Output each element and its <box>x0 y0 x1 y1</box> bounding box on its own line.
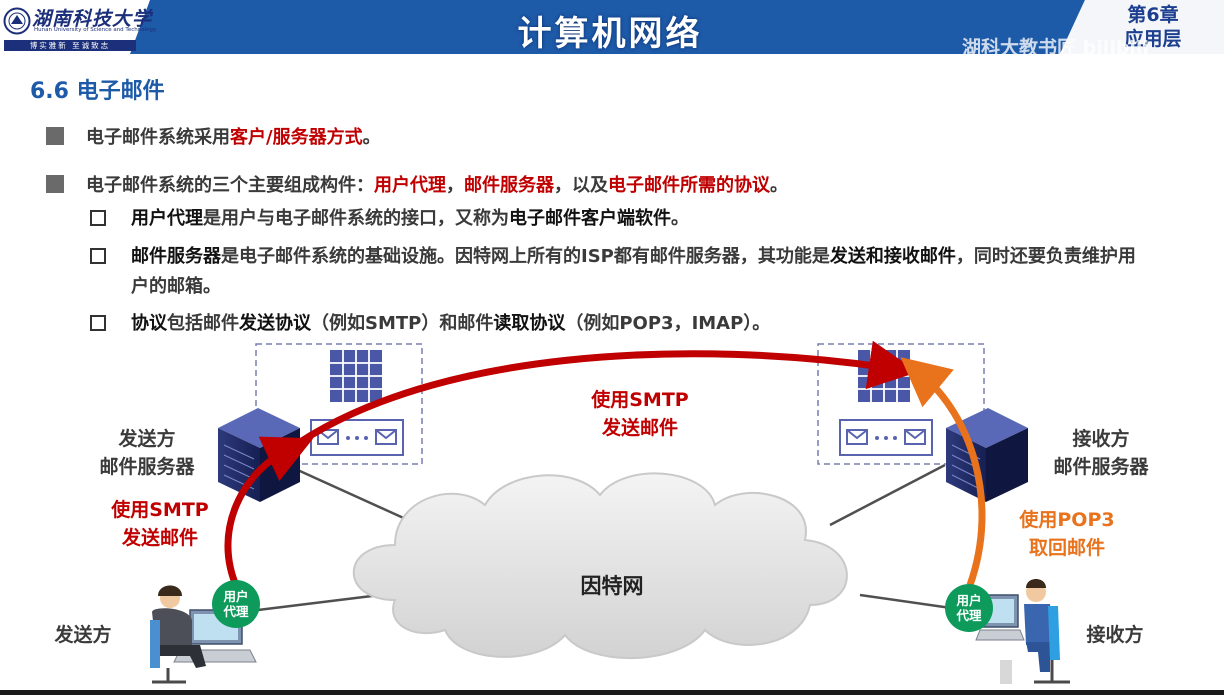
sub-bullet-item: 邮件服务器是电子邮件系统的基础设施。因特网上所有的ISP都有邮件服务器，其功能是… <box>90 242 1150 302</box>
header-background <box>130 0 1224 54</box>
internet-cloud-icon <box>352 472 848 659</box>
sub-bullet-text: 用户代理是用户与电子邮件系统的接口，又称为电子邮件客户端软件。 <box>131 208 689 229</box>
bullet-text: 电子邮件系统采用客户/服务器方式。 <box>86 127 381 148</box>
receiver-person-computer-icon <box>975 579 1070 684</box>
envelope-icon <box>846 429 926 445</box>
university-english-name: Hunan University of Science and Technolo… <box>34 27 157 33</box>
bullet-text: 电子邮件系统的三个主要组成构件：用户代理，邮件服务器，以及电子邮件所需的协议。 <box>86 175 788 196</box>
bullet-square-icon <box>46 127 64 145</box>
chapter-name: 应用层 <box>1124 28 1182 50</box>
sender-mail-server-label: 发送方邮件服务器 <box>99 428 195 478</box>
bullet-square-icon <box>46 175 64 193</box>
sender-mailbox <box>255 343 423 465</box>
sub-bullet-box-icon <box>90 315 106 331</box>
section-title: 6.6 电子邮件 <box>30 79 165 104</box>
header-bar: 湖南科技大学 Hunan University of Science and T… <box>0 0 1224 59</box>
sub-bullet-text: 协议包括邮件发送协议（例如SMTP）和邮件读取协议（例如POP3，IMAP）。 <box>131 313 771 334</box>
bottom-border <box>0 690 1224 695</box>
sub-bullet-text: 邮件服务器是电子邮件系统的基础设施。因特网上所有的ISP都有邮件服务器，其功能是… <box>131 246 1136 297</box>
course-title: 计算机网络 <box>517 14 703 54</box>
receiver-mail-server-label: 接收方邮件服务器 <box>1053 428 1149 478</box>
internet-label: 因特网 <box>580 574 644 598</box>
sender-person-computer-icon <box>150 585 257 684</box>
receiver-user-agent-badge: 用户代理 <box>945 584 993 632</box>
university-motto: 博实雅新 至诚致志 <box>4 40 136 51</box>
university-name: 湖南科技大学 <box>32 8 153 30</box>
university-logo: 湖南科技大学 Hunan University of Science and T… <box>0 0 156 54</box>
sender-user-agent-badge: 用户代理 <box>212 580 260 628</box>
chapter-number: 第6章 <box>1127 4 1179 26</box>
sub-bullet-box-icon <box>90 248 106 264</box>
pop3-retrieve-arrow <box>900 357 986 587</box>
smtp-server-to-server-arrow <box>272 340 918 463</box>
watermark: 湖科大教书匠 bilibili <box>962 37 1149 59</box>
chapter-label: 第6章 应用层 <box>1116 3 1190 51</box>
mailbox-grid-icon <box>330 350 382 402</box>
smtp-agent-to-server-arrow <box>224 436 314 592</box>
sub-bullet-box-icon <box>90 210 106 226</box>
sub-bullet-item: 协议包括邮件发送协议（例如SMTP）和邮件读取协议（例如POP3，IMAP）。 <box>90 309 1150 339</box>
sender-label: 发送方 <box>54 624 112 646</box>
university-emblem-icon <box>3 7 31 35</box>
receiver-label: 接收方 <box>1086 624 1144 646</box>
sub-bullet-item: 用户代理是用户与电子邮件系统的接口，又称为电子邮件客户端软件。 <box>90 204 1150 234</box>
mailbox-grid-icon <box>858 350 910 402</box>
